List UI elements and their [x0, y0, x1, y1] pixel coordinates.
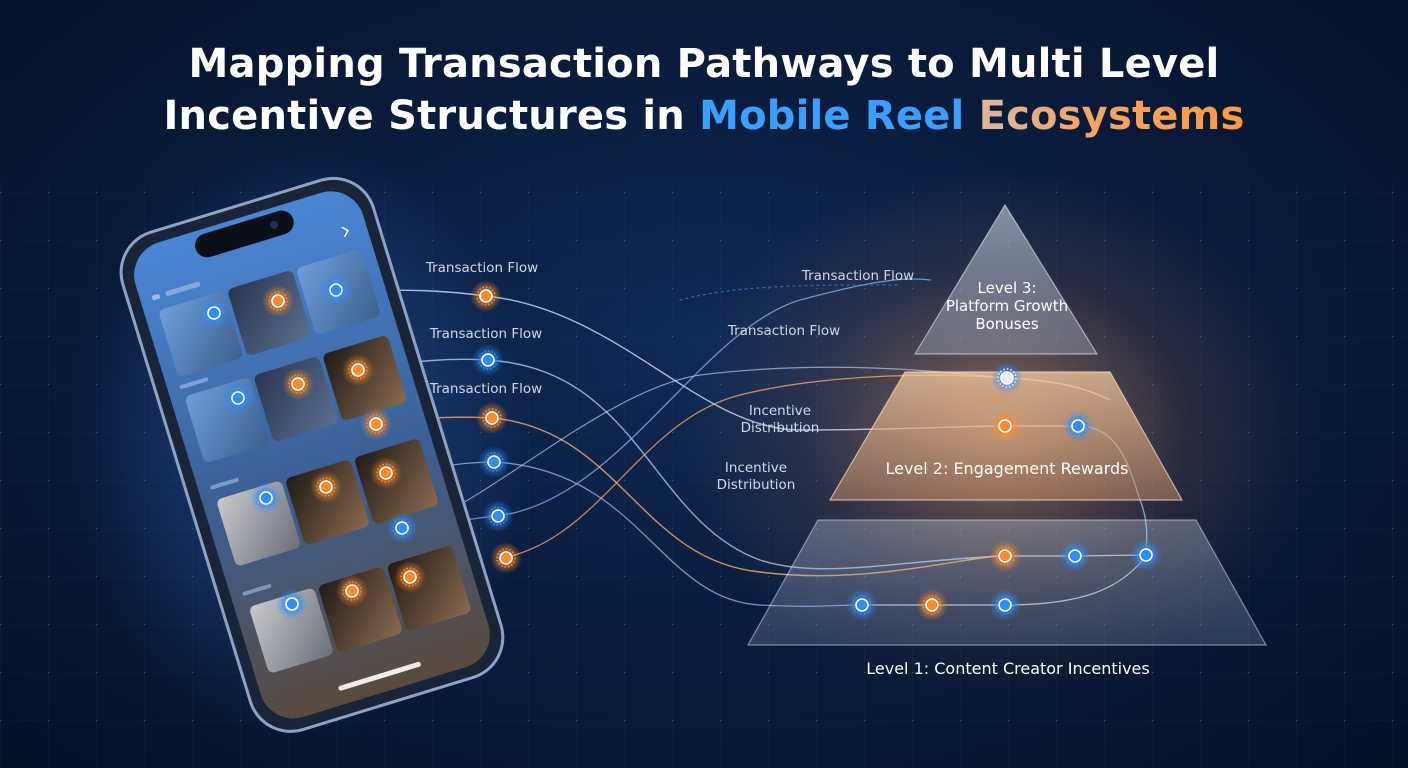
glow-node-icon [386, 512, 418, 544]
title-line-2-prefix: Incentive Structures in [163, 93, 700, 139]
glow-node-icon [320, 274, 352, 306]
page-title: Mapping Transaction Pathways to Multi Le… [0, 38, 1408, 142]
glow-node-icon [846, 589, 878, 621]
glow-node-icon [1130, 539, 1162, 571]
glow-node-icon [989, 540, 1021, 572]
flow-label-group: Transaction Flow Transaction Flow Transa… [425, 260, 914, 493]
text-line: Level 3: [978, 279, 1037, 297]
pyramid-level-1 [746, 519, 1268, 646]
glow-node-icon [394, 561, 426, 593]
transaction-flow-label: Transaction Flow [425, 260, 538, 276]
text-line: Bonuses [975, 315, 1039, 333]
pyramid-level-3 [913, 203, 1099, 355]
glow-node-icon [1062, 410, 1094, 442]
text-line: Platform Growth [946, 297, 1068, 315]
transaction-flow-label: Transaction Flow [727, 323, 840, 339]
glow-node-icon [310, 471, 342, 503]
glow-node-icon [989, 589, 1021, 621]
glow-node-icon [991, 362, 1023, 394]
glow-node-icon [472, 344, 504, 376]
text-line: Distribution [717, 477, 796, 493]
title-highlight-blue: Mobile Reel [699, 93, 965, 139]
glow-node-icon [482, 500, 514, 532]
glow-node-icon [1059, 540, 1091, 572]
glow-node-icon [250, 482, 282, 514]
text-line: Incentive [725, 460, 787, 476]
glow-node-icon [336, 575, 368, 607]
text-line: Distribution [741, 420, 820, 436]
glow-node-icon [470, 280, 502, 312]
title-line-1: Mapping Transaction Pathways to Multi Le… [188, 41, 1220, 87]
glow-node-icon [989, 410, 1021, 442]
glow-node-icon [916, 589, 948, 621]
glow-node-icon [222, 382, 254, 414]
glow-node-icon [360, 408, 392, 440]
title-highlight-orange: Ecosystems [964, 93, 1245, 139]
glow-node-icon [198, 297, 230, 329]
glow-node-icon [370, 457, 402, 489]
glow-node-icon [342, 354, 374, 386]
glow-node-icon [282, 368, 314, 400]
glow-node-icon [476, 402, 508, 434]
title-line-2: Incentive Structures in Mobile Reel Ecos… [0, 90, 1408, 142]
glow-node-icon [276, 588, 308, 620]
level-2-label: Level 2: Engagement Rewards [885, 459, 1128, 478]
transaction-flow-label: Transaction Flow [429, 381, 542, 397]
glow-node-icon [490, 542, 522, 574]
transaction-flow-label: Transaction Flow [801, 268, 914, 284]
glow-node-icon [262, 285, 294, 317]
flow-nodes [198, 274, 1162, 621]
glow-node-icon [478, 446, 510, 478]
text-line: Incentive [749, 403, 811, 419]
transaction-flow-label: Transaction Flow [429, 326, 542, 342]
level-1-label: Level 1: Content Creator Incentives [866, 659, 1149, 678]
